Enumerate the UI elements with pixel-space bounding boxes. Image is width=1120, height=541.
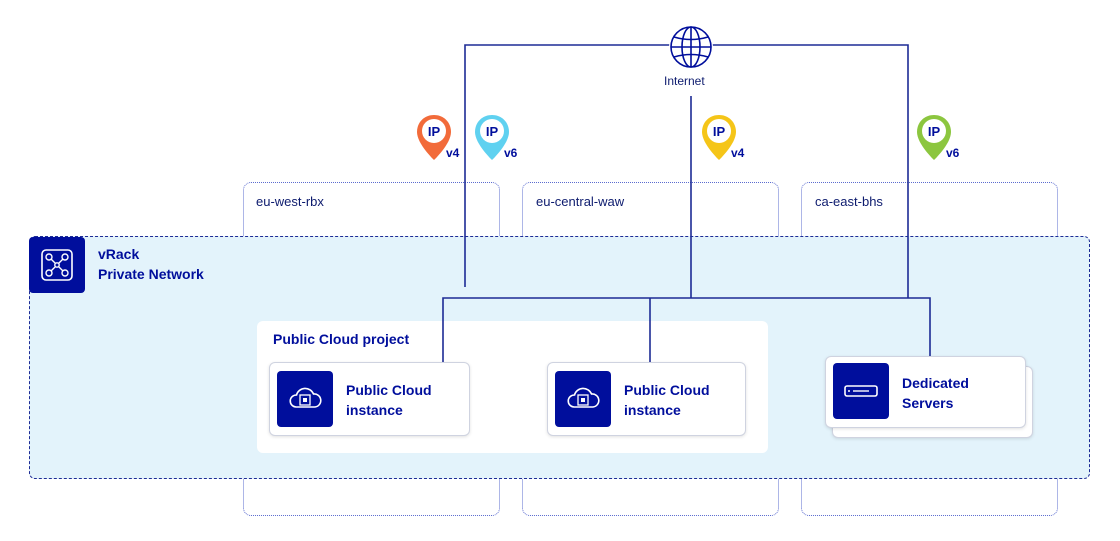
server-icon [833, 363, 889, 419]
ip-pin-label: IP [486, 124, 499, 139]
ip-version-label: v6 [946, 146, 960, 160]
node-label-line2: instance [346, 402, 403, 418]
node-label-line1: Public Cloud [624, 382, 710, 398]
region-label: ca-east-bhs [815, 194, 883, 209]
cloud-chip-icon [277, 371, 333, 427]
globe-icon [668, 24, 714, 70]
region-label: eu-central-waw [536, 194, 625, 209]
node-label-line2: instance [624, 402, 681, 418]
node-label: Dedicated Servers [902, 373, 1022, 413]
cloud-chip-icon [555, 371, 611, 427]
location-pin-icon: IP [473, 113, 511, 163]
ip-pin-label: IP [713, 124, 726, 139]
location-pin-icon: IP [700, 113, 738, 163]
node-label-line2: Servers [902, 395, 954, 411]
location-pin-icon: IP [415, 113, 453, 163]
network-nodes-icon [29, 237, 85, 293]
vrack-title-line1: vRack [98, 246, 140, 262]
vrack-title-line2: Private Network [98, 266, 204, 282]
ip-pin-label: IP [928, 124, 941, 139]
node-label-line1: Dedicated [902, 375, 969, 391]
public-cloud-project-title: Public Cloud project [273, 331, 410, 347]
ip-version-label: v4 [446, 146, 460, 160]
node-label: Public Cloud instance [624, 380, 744, 420]
location-pin-icon: IP [915, 113, 953, 163]
node-label: Public Cloud instance [346, 380, 466, 420]
ip-pin-label: IP [428, 124, 441, 139]
region-label: eu-west-rbx [256, 194, 324, 209]
internet-label: Internet [664, 74, 705, 88]
ip-version-label: v6 [504, 146, 518, 160]
node-label-line1: Public Cloud [346, 382, 432, 398]
vrack-title: vRack Private Network [98, 244, 204, 284]
ip-version-label: v4 [731, 146, 745, 160]
